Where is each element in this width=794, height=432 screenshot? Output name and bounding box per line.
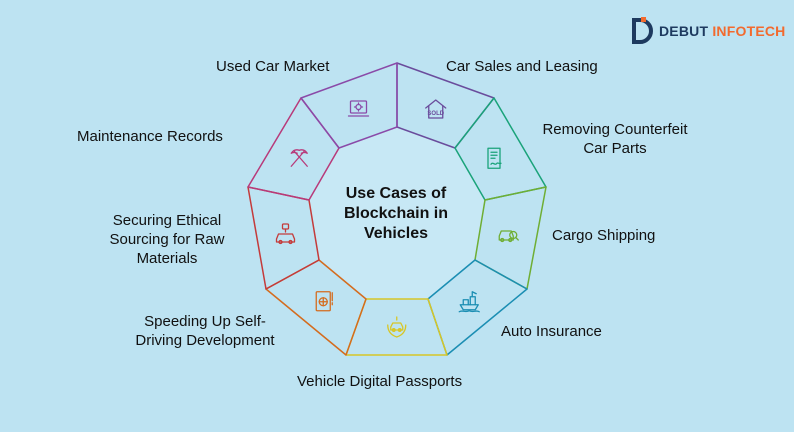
debut-logo-icon <box>632 17 653 44</box>
insured-car-icon <box>387 316 407 338</box>
label-line: Car Parts <box>583 140 647 157</box>
center-title: Use Cases of Blockchain in Vehicles <box>321 184 471 244</box>
brand-name-part2: INFOTECH <box>712 23 786 39</box>
label-line: Auto Insurance <box>501 323 602 340</box>
label-line: Speeding Up Self- <box>144 313 266 330</box>
label-line: Securing Ethical <box>112 212 222 229</box>
inner-core <box>309 127 485 299</box>
label-line: Used Car Market <box>216 58 330 75</box>
label-auto-insurance: Auto Insurance <box>501 322 602 341</box>
label-line: Vehicle Digital Passports <box>297 373 463 390</box>
brand-logo: DEBUT INFOTECH <box>630 16 785 46</box>
laptop-gear-icon <box>347 100 370 117</box>
brand-name: DEBUT INFOTECH <box>659 23 785 39</box>
passport-icon <box>315 291 333 312</box>
center-title-line: Use Cases of <box>345 185 447 202</box>
label-line: Removing Counterfeit <box>542 121 688 138</box>
segment-self-driving <box>247 186 320 290</box>
label-line: Materials <box>136 250 198 267</box>
segment-maintenance-records <box>300 62 398 149</box>
car-search-icon <box>498 230 519 243</box>
label-used-car-market: Used Car Market <box>216 57 329 76</box>
label-self-driving: Speeding Up Self- Driving Development <box>110 312 300 350</box>
pickaxes-icon <box>290 149 308 167</box>
label-line: Cargo Shipping <box>552 227 656 244</box>
label-line: Car Sales and Leasing <box>446 58 598 75</box>
label-car-sales-leasing: Car Sales and Leasing <box>446 57 598 76</box>
cargo-ship-icon <box>458 291 480 313</box>
label-maintenance-records: Maintenance Records <box>77 127 223 146</box>
robot-car-icon <box>275 223 296 245</box>
contract-icon <box>487 147 502 169</box>
house-sold-icon: SOLD <box>425 99 447 119</box>
label-line: Driving Development <box>135 332 275 349</box>
label-line: Sourcing for Raw <box>109 231 225 248</box>
label-digital-passports: Vehicle Digital Passports <box>297 372 462 391</box>
label-cargo-shipping: Cargo Shipping <box>552 226 655 245</box>
label-line: Maintenance Records <box>77 128 223 145</box>
center-title-line: Blockchain in <box>343 205 449 222</box>
segment-auto-insurance <box>345 298 448 356</box>
svg-text:SOLD: SOLD <box>427 111 444 117</box>
center-title-line: Vehicles <box>363 225 429 242</box>
brand-name-part1: DEBUT <box>659 23 709 39</box>
